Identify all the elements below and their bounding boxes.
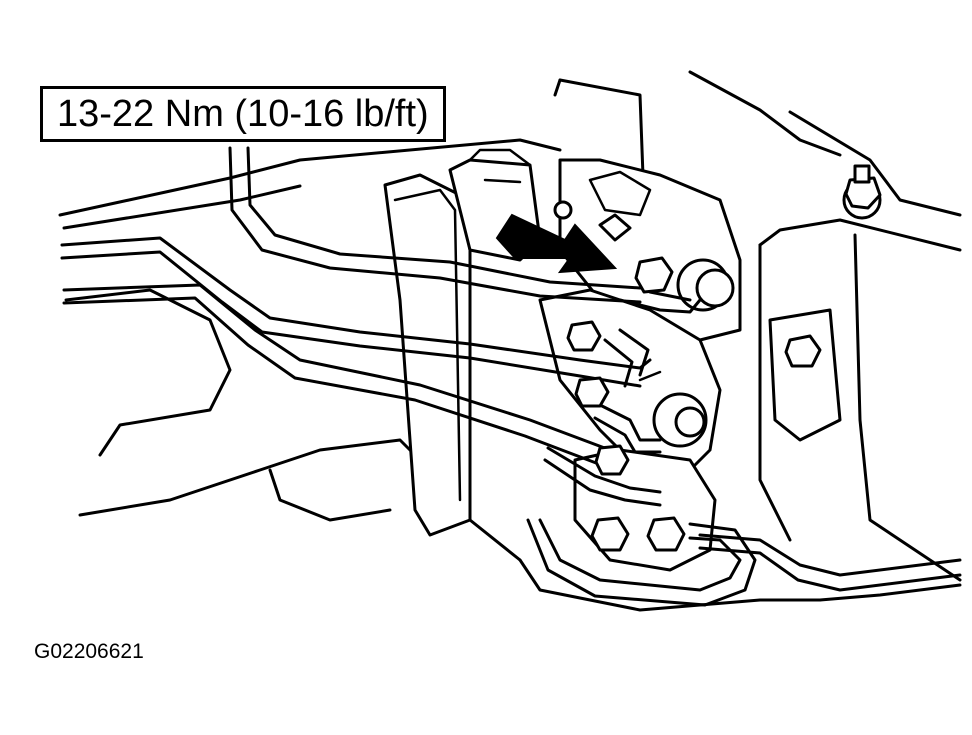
abs-module [383, 148, 742, 572]
brake-lines [60, 146, 962, 607]
torque-spec-label: 13-22 Nm (10-16 lb/ft) [40, 86, 446, 142]
callout-arrow-icon [495, 213, 618, 274]
figure-id: G02206621 [34, 640, 144, 663]
fittings [566, 164, 882, 552]
frame-outlines [58, 70, 962, 612]
